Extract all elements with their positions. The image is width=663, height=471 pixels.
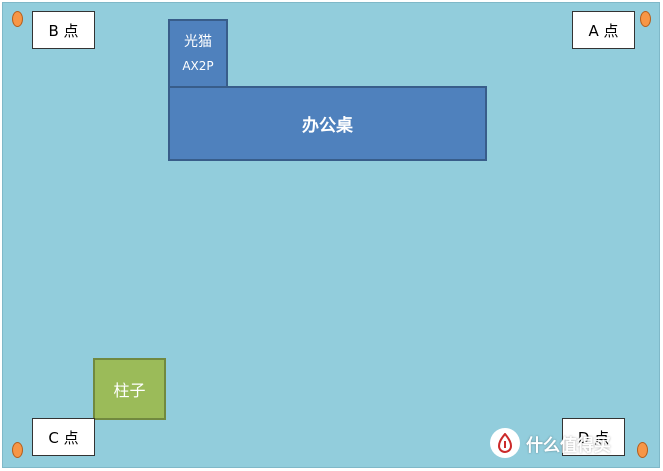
modem-name: 光猫 [184, 34, 212, 50]
office-desk: 办公桌 [168, 86, 487, 161]
modem-box: 光猫 AX2P [168, 19, 228, 89]
point-a-label: A 点 [572, 11, 635, 49]
point-b-label: B 点 [32, 11, 95, 49]
point-a-marker [640, 11, 651, 27]
point-d-label: D 点 [562, 418, 625, 456]
watermark: 什么值得买 [490, 427, 611, 459]
point-b-marker [12, 11, 23, 27]
watermark-logo-icon [490, 428, 520, 458]
point-c-label: C 点 [32, 418, 95, 456]
point-c-marker [12, 442, 23, 458]
watermark-text: 什么值得买 [526, 435, 611, 456]
pillar: 柱子 [93, 358, 166, 420]
point-d-marker [637, 442, 648, 458]
modem-model: AX2P [182, 59, 214, 73]
